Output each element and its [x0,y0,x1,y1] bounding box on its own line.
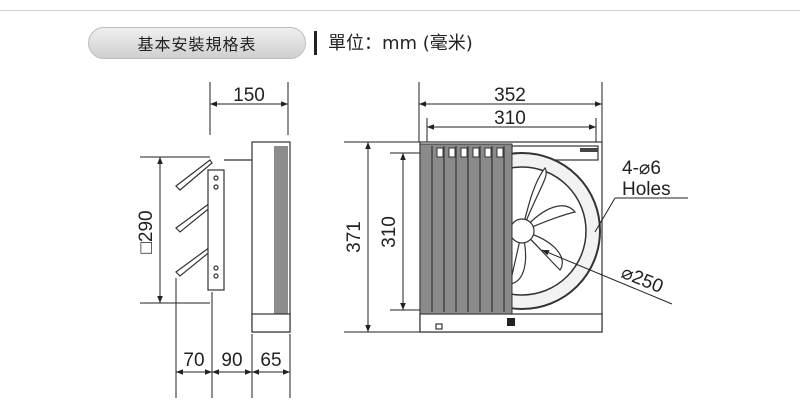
front-width-label: 352 [494,85,526,106]
fan-top-strip-mark [580,148,598,152]
side-height-label: □290 [136,210,157,253]
holes-label-word: Holes [622,179,671,200]
shutter-slats [431,146,505,312]
bracket-hole [213,265,219,271]
side-panel-shade [274,146,288,314]
side-bottom-label-2: 90 [221,350,242,371]
fan-blade [521,166,547,232]
bracket-hole [213,184,219,190]
front-shutter [419,143,513,315]
side-bottom-label-3: 65 [260,350,281,371]
front-view: 352 310 371 310 [344,82,688,333]
louver-1 [175,159,213,191]
holes-leader [594,197,616,233]
bracket-plate [207,169,225,291]
front-inner-width-label: 310 [494,108,526,129]
side-base [251,313,291,333]
front-inner-height-label: 310 [379,216,400,248]
front-base-hole [435,323,443,330]
louver-2 [175,202,213,233]
fan-diameter-leader [541,249,673,305]
bracket-hole [213,273,219,279]
shutter-panel [419,143,513,315]
side-bottom-label-1: 70 [183,350,204,371]
front-base-switch [507,318,515,326]
louver-3 [175,246,213,277]
side-depth-label: 150 [233,85,265,106]
fan-blade [521,205,577,232]
top-divider [0,10,800,11]
label-separator [314,31,317,55]
spec-table-label: 基本安裝規格表 [88,27,306,59]
shutter-top-tabs [436,147,504,158]
fan-hub [509,218,535,244]
side-view: 150 □290 70 90 65 [136,82,291,398]
bracket-hole [213,175,219,181]
front-height-label: 371 [344,221,365,253]
unit-label: 單位：mm (毫米) [328,33,473,54]
holes-label-count: 4-⌀6 [622,158,661,179]
fan-diameter-label: ⌀250 [618,262,666,298]
